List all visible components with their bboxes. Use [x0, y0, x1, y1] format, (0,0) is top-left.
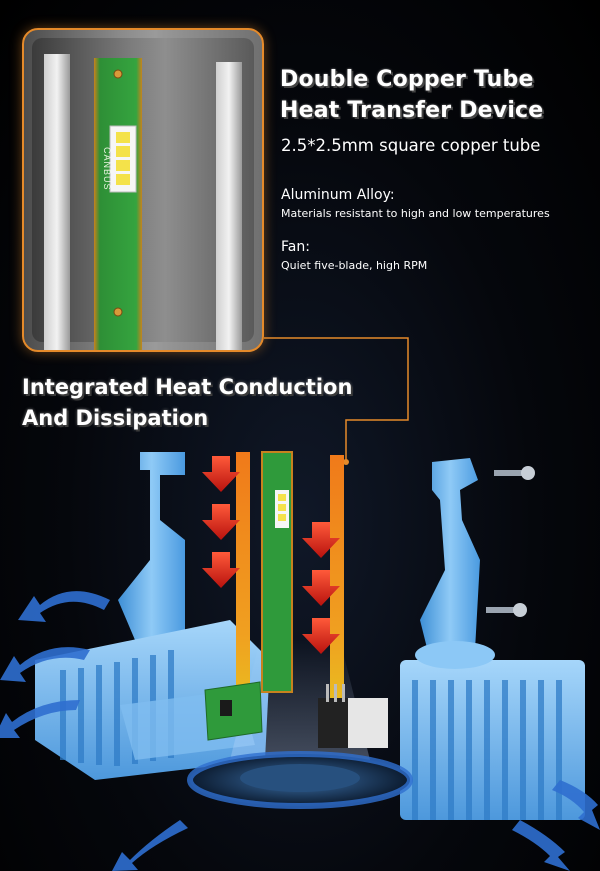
- screw-icon: [494, 466, 535, 480]
- copper-tube-right: [216, 62, 242, 350]
- copper-tube-right: [330, 455, 344, 710]
- left-heatsink: [35, 452, 270, 780]
- section-headline-line-1: Integrated Heat Conduction: [22, 375, 353, 399]
- section-headline-line-2: And Dissipation: [22, 406, 209, 430]
- down-arrow-icon: [202, 456, 240, 588]
- copper-tube-left: [236, 452, 250, 712]
- zoom-illustration: CANBUS: [44, 54, 242, 350]
- airflow-arrow-icon: [112, 780, 600, 871]
- feature-title-line-1: Double Copper Tube: [280, 67, 534, 92]
- screw-icon: [486, 603, 527, 617]
- feature-title: Double Copper Tube Heat Transfer Device: [280, 64, 590, 126]
- pcb-board: [261, 451, 293, 693]
- cooling-fan: [187, 640, 413, 809]
- down-arrow-icon: [302, 522, 340, 654]
- feature-item-detail-fan: Quiet five-blade, high RPM: [281, 259, 428, 272]
- board-label: CANBUS: [102, 147, 112, 191]
- airflow-arrow-icon: [0, 591, 110, 738]
- pcb-board: [94, 58, 142, 350]
- feature-item-heading-fan: Fan:: [281, 239, 310, 255]
- section-headline: Integrated Heat Conduction And Dissipati…: [22, 372, 422, 434]
- feature-title-line-2: Heat Transfer Device: [280, 98, 544, 123]
- copper-tube-left: [44, 54, 70, 350]
- zoom-detail-box: CANBUS: [22, 28, 264, 352]
- right-heatsink: [400, 458, 585, 820]
- driver-board: [204, 681, 388, 748]
- feature-item-heading-alloy: Aluminum Alloy:: [281, 187, 395, 203]
- led-chip: [109, 125, 137, 193]
- feature-item-detail-alloy: Materials resistant to high and low temp…: [281, 207, 550, 220]
- feature-subtitle: 2.5*2.5mm square copper tube: [281, 136, 541, 155]
